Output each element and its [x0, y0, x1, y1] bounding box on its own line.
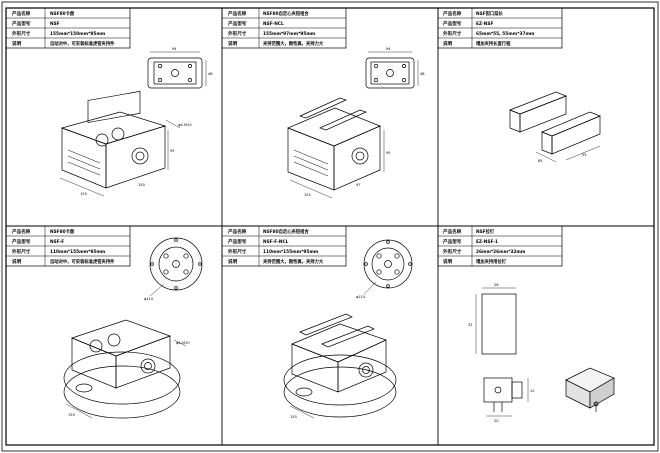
label-model: 产品型号 — [228, 238, 247, 245]
product-name: NSF钳口延长 — [476, 10, 504, 17]
label-name: 产品名称 — [443, 10, 462, 17]
dim-side-height: 12 — [530, 389, 535, 393]
product-name: NSF80自定心夹钳组合 — [263, 228, 309, 235]
label-note: 说明 — [228, 258, 238, 265]
label-name: 产品名称 — [228, 10, 247, 17]
product-note: 增加夹持长度行程 — [476, 40, 511, 47]
dim-side-width: 20 — [494, 419, 499, 423]
info-table: 产品名称 产品型号 外形尺寸 说明 NSF80卡盘 NSF-F 110mm*15… — [5, 225, 131, 267]
dim-iso-width: 155 — [304, 193, 311, 197]
iso-view-drawing — [287, 97, 385, 199]
dim-iso-width: 155 — [290, 415, 297, 419]
top-view-drawing — [149, 237, 203, 297]
product-model: EZ-NSF-1 — [476, 239, 498, 245]
label-note: 说明 — [12, 40, 22, 47]
side-view-drawing — [483, 377, 529, 417]
dim-iso-depth: 97 — [356, 183, 361, 187]
dim-circle-diameter: φ110 — [356, 295, 366, 299]
product-model: NSF-F-NCL — [263, 239, 289, 245]
dim-iso-width: 155 — [80, 192, 87, 196]
info-table: 产品名称 产品型号 外形尺寸 说明 NSF80自定心夹钳组合 NSF-NCL 1… — [221, 7, 347, 49]
label-model: 产品型号 — [443, 238, 462, 245]
panel-1: 产品名称 产品型号 外形尺寸 说明 NSF80卡盘 NSF 155mm*150m… — [5, 7, 213, 197]
dim-top-height: 48 — [208, 72, 213, 76]
label-note: 说明 — [228, 40, 238, 47]
product-note: 夹持范围大，刚性高，夹持力大 — [263, 40, 324, 47]
dim-top-height: 48 — [420, 72, 425, 76]
panel-3: 产品名称 产品型号 外形尺寸 说明 NSF钳口延长 EZ-NSF 65mm*55… — [437, 7, 601, 163]
dim-front-width: 26 — [494, 283, 499, 287]
product-model: EZ-NSF — [476, 21, 493, 27]
dim-iso-height: 95 — [170, 149, 175, 153]
product-name: NSF80卡盘 — [50, 228, 75, 235]
front-view-drawing — [475, 287, 517, 355]
panel-2: 产品名称 产品型号 外形尺寸 说明 NSF80自定心夹钳组合 NSF-NCL 1… — [221, 7, 425, 199]
label-name: 产品名称 — [228, 228, 247, 235]
label-size: 外形尺寸 — [443, 30, 462, 37]
label-size: 外形尺寸 — [12, 248, 31, 255]
info-table: 产品名称 产品型号 外形尺寸 说明 NSF80卡盘 NSF 155mm*150m… — [5, 7, 131, 49]
product-model: NSF — [50, 21, 60, 27]
dim-iso-depth: 150 — [138, 183, 146, 187]
iso-view-drawing — [63, 319, 187, 419]
label-size: 外形尺寸 — [443, 248, 462, 255]
top-view-drawing — [365, 51, 419, 89]
product-name: NSF80自定心夹钳组合 — [263, 10, 309, 17]
product-size: 26mm*26mm*32mm — [476, 249, 526, 255]
sheet-inner-border — [5, 7, 655, 446]
dim-iso-height: 95 — [386, 151, 391, 155]
dim-top-width: 94 — [386, 47, 391, 51]
product-model: NSF-NCL — [263, 21, 284, 27]
label-size: 外形尺寸 — [12, 30, 31, 37]
dim-iso-depth: 55 — [582, 153, 587, 157]
iso-view-drawing — [283, 313, 397, 419]
iso-view-drawing — [59, 90, 181, 197]
product-name: NSF80卡盘 — [50, 10, 75, 17]
product-size: 110mm*155mm*95mm — [50, 249, 106, 255]
product-model: NSF-F — [50, 239, 64, 245]
top-view-drawing — [363, 239, 413, 295]
label-size: 外形尺寸 — [228, 248, 247, 255]
panel-4: 产品名称 产品型号 外形尺寸 说明 NSF80卡盘 NSF-F 110mm*15… — [5, 225, 203, 419]
dim-iso-thread: φ4-M10 — [178, 123, 192, 127]
info-table: 产品名称 产品型号 外形尺寸 说明 NSF钳口延长 EZ-NSF 65mm*55… — [437, 7, 563, 49]
label-note: 说明 — [12, 258, 22, 265]
product-size: 65mm*55, 55mm*37mm — [476, 31, 535, 37]
dim-front-height: 32 — [468, 323, 473, 327]
label-model: 产品型号 — [228, 20, 247, 27]
product-size: 155mm*97mm*95mm — [263, 31, 316, 37]
product-size: 110mm*155mm*95mm — [263, 249, 319, 255]
label-name: 产品名称 — [443, 228, 462, 235]
panel-5: 产品名称 产品型号 外形尺寸 说明 NSF80自定心夹钳组合 NSF-F-NCL… — [221, 225, 413, 419]
dim-iso-thread: φ4-M10 — [176, 341, 190, 345]
panel-6: 产品名称 产品型号 外形尺寸 说明 NSF拉钉 EZ-NSF-1 26mm*26… — [437, 225, 615, 423]
label-name: 产品名称 — [12, 10, 31, 17]
product-note: 自动对中，可安装标准虎钳夹持件 — [50, 258, 115, 265]
label-model: 产品型号 — [12, 238, 31, 245]
info-table: 产品名称 产品型号 外形尺寸 说明 NSF拉钉 EZ-NSF-1 26mm*26… — [437, 225, 563, 267]
label-note: 说明 — [443, 40, 453, 47]
info-table: 产品名称 产品型号 外形尺寸 说明 NSF80自定心夹钳组合 NSF-F-NCL… — [221, 225, 347, 267]
top-view-drawing — [147, 51, 207, 89]
label-size: 外形尺寸 — [228, 30, 247, 37]
product-size: 155mm*150mm*95mm — [50, 31, 106, 37]
product-note: 增加夹持用拉钉 — [476, 258, 507, 265]
label-note: 说明 — [443, 258, 453, 265]
dim-iso-width: 65 — [538, 159, 543, 163]
iso-view-drawing — [565, 367, 615, 412]
dim-circle-diameter: φ110 — [144, 297, 154, 301]
label-model: 产品型号 — [12, 20, 31, 27]
product-note: 夹持范围大，刚性高，夹持力大 — [263, 258, 324, 265]
product-note: 自动对中，可安装标准虎钳夹持件 — [50, 40, 115, 47]
product-name: NSF拉钉 — [476, 228, 495, 235]
dim-iso-width: 155 — [68, 413, 75, 417]
dim-top-width: 94 — [172, 47, 177, 51]
iso-view-drawing — [509, 91, 601, 163]
label-model: 产品型号 — [443, 20, 462, 27]
label-name: 产品名称 — [12, 228, 31, 235]
